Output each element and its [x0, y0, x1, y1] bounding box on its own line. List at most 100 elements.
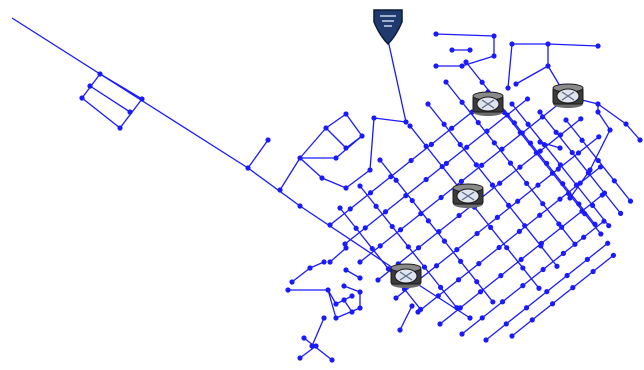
- junction-node[interactable]: [576, 201, 582, 207]
- junction-node[interactable]: [569, 149, 575, 156]
- junction-node[interactable]: [333, 301, 339, 307]
- pipe-segment[interactable]: [327, 289, 337, 319]
- junction-node[interactable]: [590, 202, 596, 208]
- pipe-segment[interactable]: [597, 160, 615, 182]
- junction-node[interactable]: [607, 127, 613, 133]
- pipe-segment[interactable]: [511, 319, 533, 337]
- junction-node[interactable]: [618, 210, 624, 216]
- junction-node[interactable]: [535, 182, 541, 188]
- junction-node[interactable]: [570, 285, 576, 291]
- junction-node[interactable]: [554, 263, 560, 269]
- pipe-segment[interactable]: [572, 271, 594, 289]
- pipe-segment[interactable]: [359, 245, 381, 263]
- junction-node[interactable]: [418, 306, 424, 312]
- junction-node[interactable]: [567, 195, 573, 201]
- junction-node[interactable]: [605, 240, 611, 246]
- reservoir-icon[interactable]: [373, 9, 403, 46]
- junction-node[interactable]: [601, 218, 607, 224]
- junction-node[interactable]: [423, 176, 429, 183]
- junction-node[interactable]: [458, 178, 464, 184]
- junction-node[interactable]: [117, 125, 123, 131]
- pipe-segment[interactable]: [589, 129, 611, 171]
- junction-node[interactable]: [349, 293, 355, 299]
- junction-node[interactable]: [483, 337, 489, 343]
- pipe-segment[interactable]: [461, 317, 483, 335]
- junction-node[interactable]: [549, 170, 556, 176]
- pipe-segment[interactable]: [592, 254, 614, 273]
- junction-node[interactable]: [477, 289, 484, 295]
- junction-node[interactable]: [367, 190, 374, 196]
- junction-node[interactable]: [456, 212, 462, 219]
- pipe-segment[interactable]: [506, 98, 528, 116]
- pipe-segment[interactable]: [373, 117, 407, 123]
- pipe-segment[interactable]: [385, 195, 407, 213]
- pipe-segment[interactable]: [509, 162, 528, 184]
- pipe-segment[interactable]: [540, 245, 558, 267]
- junction-node[interactable]: [537, 148, 543, 154]
- pipe-segment[interactable]: [625, 123, 641, 141]
- pipe-segment[interactable]: [379, 159, 397, 181]
- junction-node[interactable]: [327, 259, 333, 265]
- junction-node[interactable]: [476, 261, 482, 267]
- pipe-segment[interactable]: [526, 182, 544, 205]
- junction-node[interactable]: [536, 285, 542, 291]
- pipe-segment[interactable]: [526, 291, 548, 309]
- pipe-segment[interactable]: [411, 200, 429, 222]
- pipe-segment[interactable]: [496, 200, 519, 218]
- junction-node[interactable]: [479, 315, 485, 321]
- junction-node[interactable]: [523, 305, 530, 311]
- junction-node[interactable]: [343, 111, 349, 117]
- pipe-segment[interactable]: [511, 103, 529, 125]
- pipe-segment[interactable]: [520, 242, 542, 261]
- pipe-segment[interactable]: [508, 204, 526, 227]
- pipe-segment[interactable]: [465, 61, 483, 83]
- junction-node[interactable]: [409, 197, 415, 204]
- pipe-segment[interactable]: [587, 172, 605, 194]
- pipe-segment[interactable]: [507, 43, 513, 89]
- pipe-segment[interactable]: [486, 114, 508, 132]
- junction-node[interactable]: [557, 196, 563, 202]
- junction-node[interactable]: [441, 121, 447, 127]
- junction-node[interactable]: [377, 157, 383, 163]
- junction-node[interactable]: [475, 119, 481, 126]
- pipe-segment[interactable]: [440, 286, 458, 309]
- pipe-segment[interactable]: [518, 214, 541, 232]
- pipe-segment[interactable]: [99, 73, 143, 100]
- junction-node[interactable]: [601, 190, 608, 196]
- junction-node[interactable]: [590, 268, 596, 275]
- junction-node[interactable]: [321, 259, 327, 265]
- pipe-segment[interactable]: [505, 307, 527, 325]
- junction-node[interactable]: [369, 245, 375, 252]
- junction-node[interactable]: [127, 109, 133, 115]
- junction-node[interactable]: [496, 244, 502, 251]
- junction-node[interactable]: [357, 183, 363, 189]
- junction-node[interactable]: [597, 164, 604, 170]
- pipe-segment[interactable]: [403, 288, 422, 310]
- junction-node[interactable]: [441, 238, 448, 244]
- junction-node[interactable]: [449, 47, 455, 53]
- junction-node[interactable]: [503, 321, 509, 327]
- junction-node[interactable]: [563, 117, 569, 123]
- junction-node[interactable]: [347, 206, 353, 212]
- pipe-segment[interactable]: [329, 247, 347, 263]
- pipe-segment[interactable]: [299, 157, 323, 179]
- pipe-segment[interactable]: [427, 103, 445, 125]
- junction-node[interactable]: [596, 134, 602, 140]
- junction-node[interactable]: [537, 109, 543, 115]
- pipe-segment[interactable]: [423, 266, 442, 288]
- junction-node[interactable]: [265, 137, 271, 143]
- junction-node[interactable]: [423, 143, 429, 149]
- junction-node[interactable]: [572, 241, 578, 247]
- tank-icon[interactable]: [472, 91, 504, 116]
- pipe-segment[interactable]: [515, 65, 549, 85]
- pipe-segment[interactable]: [329, 208, 351, 226]
- pipe-segment[interactable]: [475, 164, 493, 186]
- junction-node[interactable]: [327, 222, 333, 228]
- pipe-segment[interactable]: [559, 164, 577, 186]
- junction-node[interactable]: [459, 331, 465, 337]
- pipe-segment[interactable]: [581, 139, 599, 161]
- junction-node[interactable]: [428, 141, 434, 147]
- junction-node[interactable]: [397, 327, 403, 333]
- pipe-segment[interactable]: [438, 215, 460, 233]
- junction-node[interactable]: [343, 145, 349, 151]
